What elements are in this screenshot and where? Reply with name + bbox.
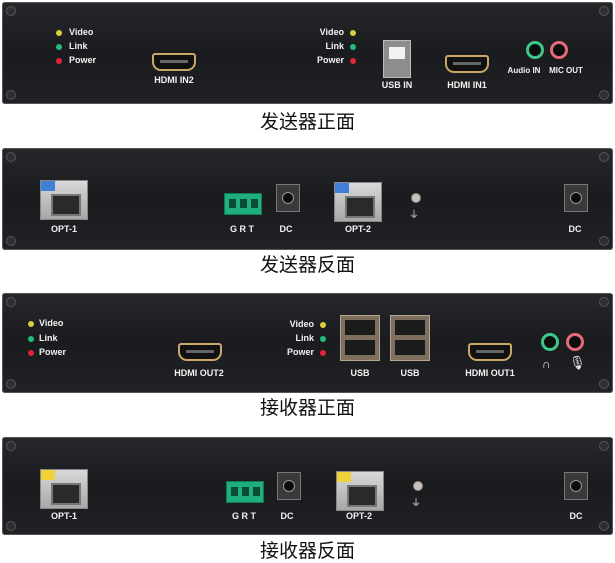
microphone-icon: 🎙	[569, 355, 586, 370]
transmitter-front-panel: Video Link Power HDMI IN2 Video Link Pow…	[2, 2, 613, 104]
link-label: Link	[39, 333, 58, 343]
power-label: Power	[69, 55, 97, 65]
link-led-icon	[56, 44, 62, 50]
dc-label: DC	[568, 224, 582, 234]
screw-icon	[6, 297, 16, 307]
link-label: Link	[325, 41, 344, 51]
usb-a-port-icon	[340, 315, 380, 361]
link-label: Link	[69, 41, 88, 51]
screw-icon	[599, 441, 609, 451]
mic-jack-icon	[566, 333, 584, 351]
video-led-icon	[28, 321, 34, 327]
sfp-module-icon	[40, 180, 88, 220]
dc-jack-icon	[277, 472, 301, 500]
hdmi-port-icon	[445, 55, 489, 73]
screw-icon	[6, 441, 16, 451]
screw-icon	[599, 521, 609, 531]
power-label: Power	[286, 347, 314, 357]
link-led-icon	[320, 336, 326, 342]
usb-a-port-icon	[390, 315, 430, 361]
power-label: Power	[39, 347, 67, 357]
audio-in-label: Audio IN	[507, 66, 541, 75]
screw-icon	[6, 521, 16, 531]
screw-icon	[599, 379, 609, 389]
headphone-jack-icon	[541, 333, 559, 351]
caption: 发送器反面	[259, 254, 355, 276]
screw-icon	[6, 90, 16, 100]
dc-label: DC	[569, 511, 583, 521]
hdmi-port-icon	[468, 343, 512, 361]
hdmi-port-icon	[178, 343, 222, 361]
terminal-block-icon	[224, 193, 262, 215]
grt-label: G R T	[230, 224, 254, 234]
ground-screw-icon	[413, 481, 423, 491]
power-label: Power	[316, 55, 344, 65]
headphone-icon: ∩	[542, 357, 551, 371]
caption: 接收器正面	[259, 397, 355, 419]
power-led-icon	[28, 350, 34, 356]
dc-jack-icon	[564, 472, 588, 500]
dc-jack-icon	[564, 184, 588, 212]
video-label: Video	[319, 27, 344, 37]
power-led-icon	[56, 58, 62, 64]
link-led-icon	[350, 44, 356, 50]
transmitter-rear-panel: OPT-1 G R T DC OPT-2 ⏚ DC	[2, 148, 613, 250]
screw-icon	[6, 6, 16, 16]
dc-label: DC	[280, 511, 294, 521]
usb-label: USB	[350, 368, 370, 378]
hdmi-in2-label: HDMI IN2	[154, 75, 194, 85]
grt-label: G R T	[232, 511, 256, 521]
power-led-icon	[320, 350, 326, 356]
usb-label: USB	[400, 368, 420, 378]
hdmi-out1-label: HDMI OUT1	[465, 368, 515, 378]
screw-icon	[599, 236, 609, 246]
opt1-label: OPT-1	[50, 224, 78, 234]
dc-jack-icon	[276, 184, 300, 212]
power-led-icon	[350, 58, 356, 64]
screw-icon	[6, 236, 16, 246]
video-led-icon	[350, 30, 356, 36]
caption: 发送器正面	[259, 111, 355, 133]
sfp-module-icon	[336, 471, 384, 511]
usb-in-label: USB IN	[381, 80, 413, 90]
screw-icon	[6, 379, 16, 389]
ground-screw-icon	[411, 193, 421, 203]
video-led-icon	[320, 322, 326, 328]
video-led-icon	[56, 30, 62, 36]
screw-icon	[6, 152, 16, 162]
mic-jack-icon	[550, 41, 568, 59]
dc-label: DC	[279, 224, 293, 234]
terminal-block-icon	[226, 481, 264, 503]
hdmi-port-icon	[152, 53, 196, 71]
link-label: Link	[295, 333, 314, 343]
mic-out-label: MIC OUT	[549, 66, 583, 75]
screw-icon	[599, 6, 609, 16]
usb-b-port-icon	[383, 40, 411, 78]
opt2-label: OPT-2	[344, 224, 372, 234]
sfp-module-icon	[334, 182, 382, 222]
screw-icon	[599, 90, 609, 100]
ground-symbol-icon: ⏚	[409, 210, 419, 221]
caption: 接收器反面	[259, 540, 355, 562]
hdmi-out2-label: HDMI OUT2	[174, 368, 224, 378]
receiver-front-panel: Video Link Power HDMI OUT2 Video Link Po…	[2, 293, 613, 393]
opt2-label: OPT-2	[345, 511, 373, 521]
video-label: Video	[39, 318, 64, 328]
ground-symbol-icon: ⏚	[411, 498, 421, 509]
link-led-icon	[28, 336, 34, 342]
receiver-rear-panel: OPT-1 G R T DC OPT-2 ⏚ DC	[2, 437, 613, 535]
sfp-module-icon	[40, 469, 88, 509]
opt1-label: OPT-1	[50, 511, 78, 521]
screw-icon	[599, 297, 609, 307]
video-label: Video	[69, 27, 94, 37]
video-label: Video	[289, 319, 314, 329]
screw-icon	[599, 152, 609, 162]
hdmi-in1-label: HDMI IN1	[447, 80, 487, 90]
audio-jack-icon	[526, 41, 544, 59]
